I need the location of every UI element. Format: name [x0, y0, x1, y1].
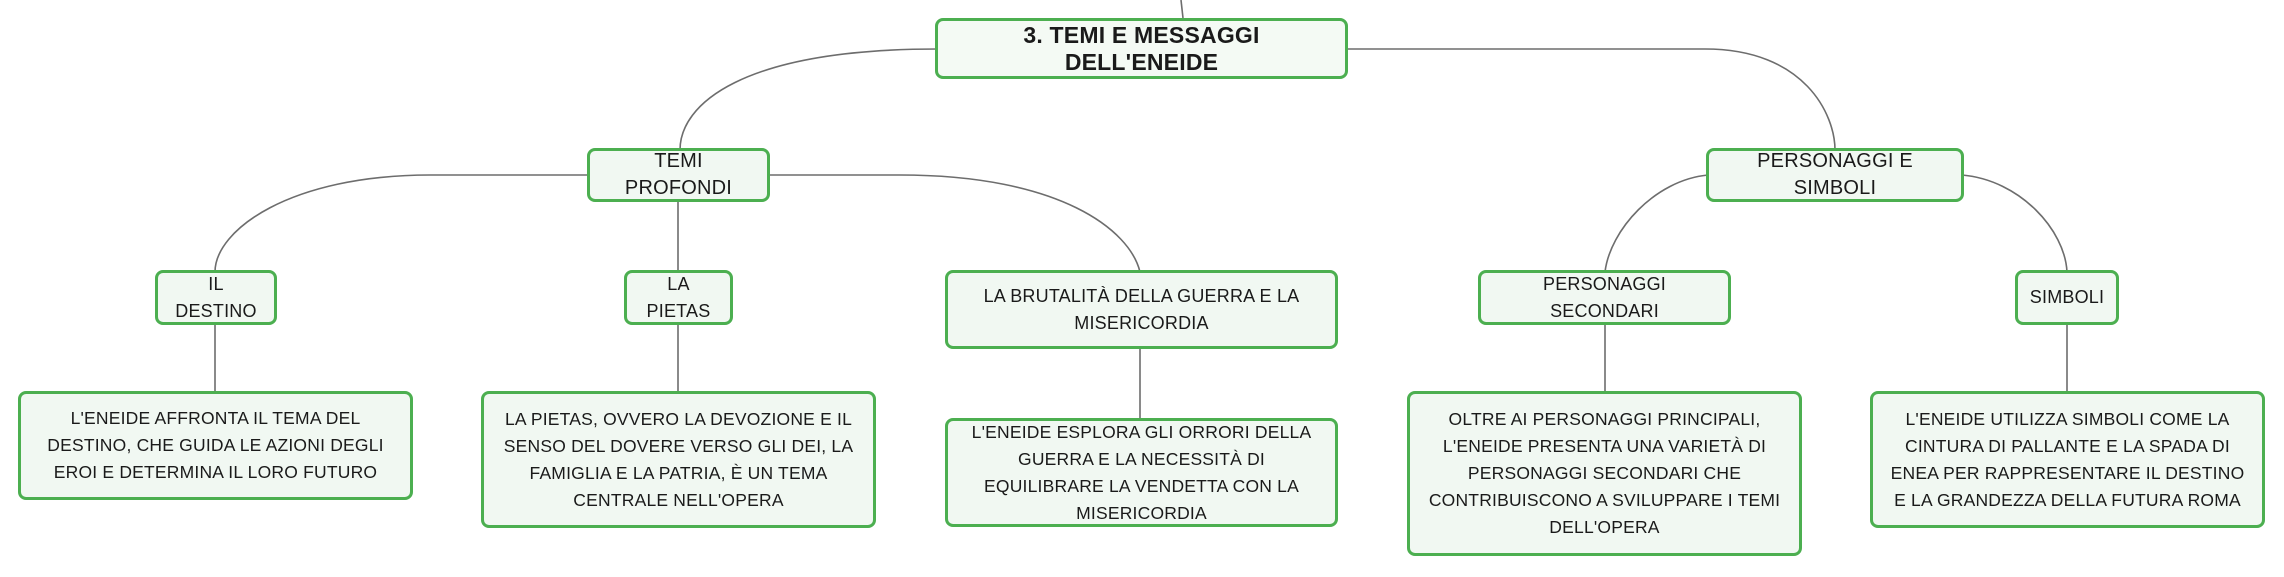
detail-il-destino-text: L'ENEIDE AFFRONTA IL TEMA DEL DESTINO, C… — [47, 408, 384, 482]
topic-la-pietas[interactable]: LA PIETAS — [624, 270, 733, 325]
detail-simboli[interactable]: L'ENEIDE UTILIZZA SIMBOLI COME LA CINTUR… — [1870, 391, 2265, 528]
topic-simboli[interactable]: SIMBOLI — [2015, 270, 2119, 325]
connector-root-personaggi — [1345, 48, 1836, 151]
detail-brutalita-guerra-text: L'ENEIDE ESPLORA GLI ORRORI DELLA GUERRA… — [971, 421, 1312, 523]
topic-la-pietas-label: LA PIETAS — [646, 273, 711, 321]
connector-root-parent — [1180, 0, 1184, 19]
topic-personaggi-simboli[interactable]: PERSONAGGI E SIMBOLI — [1706, 148, 1964, 202]
detail-brutalita-guerra[interactable]: L'ENEIDE ESPLORA GLI ORRORI DELLA GUERRA… — [945, 418, 1338, 527]
connector-root-temi — [679, 48, 939, 151]
detail-personaggi-secondari-text: OLTRE AI PERSONAGGI PRINCIPALI, L'ENEIDE… — [1428, 409, 1781, 537]
topic-personaggi-simboli-label: PERSONAGGI E SIMBOLI — [1757, 150, 1913, 199]
root-topic[interactable]: 3. TEMI E MESSAGGI DELL'ENEIDE — [935, 18, 1348, 79]
topic-il-destino[interactable]: IL DESTINO — [155, 270, 277, 325]
connector-personaggi-simboli — [1961, 174, 2068, 273]
root-topic-label: 3. TEMI E MESSAGGI DELL'ENEIDE — [1023, 21, 1260, 75]
topic-brutalita-guerra[interactable]: LA BRUTALITÀ DELLA GUERRA E LA MISERICOR… — [945, 270, 1338, 349]
topic-temi-profondi-label: TEMI PROFONDI — [624, 150, 733, 199]
connector-temi-brutalita — [768, 174, 1141, 273]
detail-simboli-text: L'ENEIDE UTILIZZA SIMBOLI COME LA CINTUR… — [1890, 408, 2245, 510]
topic-personaggi-secondari-label: PERSONAGGI SECONDARI — [1542, 273, 1667, 321]
topic-il-destino-label: IL DESTINO — [175, 273, 257, 321]
topic-simboli-label: SIMBOLI — [2029, 287, 2105, 307]
topic-personaggi-secondari[interactable]: PERSONAGGI SECONDARI — [1478, 270, 1731, 325]
detail-il-destino[interactable]: L'ENEIDE AFFRONTA IL TEMA DEL DESTINO, C… — [18, 391, 413, 500]
connector-personaggi-secondari — [1604, 174, 1709, 273]
topic-temi-profondi[interactable]: TEMI PROFONDI — [587, 148, 770, 202]
detail-personaggi-secondari[interactable]: OLTRE AI PERSONAGGI PRINCIPALI, L'ENEIDE… — [1407, 391, 1802, 556]
topic-brutalita-guerra-label: LA BRUTALITÀ DELLA GUERRA E LA MISERICOR… — [983, 285, 1300, 333]
detail-la-pietas-text: LA PIETAS, OVVERO LA DEVOZIONE E IL SENS… — [503, 408, 854, 510]
connector-temi-destino — [214, 174, 590, 273]
detail-la-pietas[interactable]: LA PIETAS, OVVERO LA DEVOZIONE E IL SENS… — [481, 391, 876, 528]
